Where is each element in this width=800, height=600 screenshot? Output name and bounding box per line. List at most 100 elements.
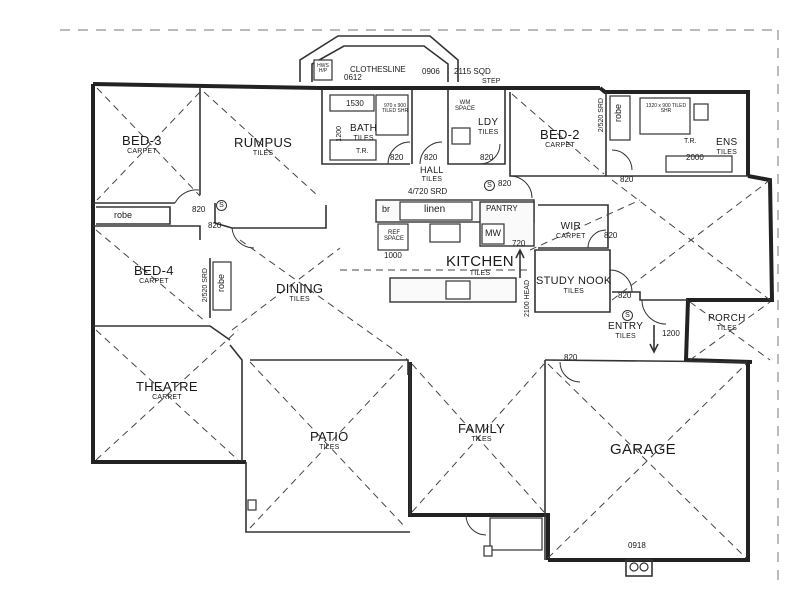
door-bath	[387, 141, 411, 165]
pantry-label: PANTRY	[486, 204, 518, 213]
vent-right	[639, 562, 649, 572]
robe-bed3-label: robe	[114, 210, 133, 220]
room-family-name: FAMILY	[458, 421, 506, 436]
ens-vanity	[665, 155, 733, 173]
ens-shower	[639, 97, 691, 135]
wall-theatre-right	[229, 344, 243, 462]
room-kitchen: KITCHEN TILES	[446, 254, 514, 277]
roof-line-bed2	[511, 93, 605, 175]
dim-820-rumpus: 820	[208, 221, 222, 230]
door-ens	[611, 149, 633, 171]
room-family-finish: TILES	[471, 436, 492, 443]
room-bed4: BED-4 CARPET	[134, 264, 174, 285]
room-dining: DINING TILES	[276, 282, 323, 303]
cooktop	[429, 223, 461, 243]
room-patio-name: PATIO	[310, 429, 349, 444]
hws-label: HWS H/P	[317, 63, 329, 74]
tr-bath-label: T.R.	[356, 148, 369, 155]
linen-box	[399, 201, 473, 221]
room-dining-finish: TILES	[289, 296, 310, 303]
room-rumpus-finish: TILES	[252, 150, 274, 157]
room-theatre-name: THEATRE	[136, 379, 198, 394]
room-hall: HALL TILES	[420, 166, 444, 184]
smoke-detector-hall: S	[484, 180, 495, 191]
roof-line-family	[411, 363, 545, 513]
robe-bed4-label: robe	[216, 274, 226, 293]
dim-820-ens: 820	[620, 175, 634, 184]
ldy-tub	[451, 127, 471, 145]
wall-bed4-top	[93, 225, 201, 240]
dim-820-bed3: 820	[192, 205, 206, 214]
room-rumpus-name: RUMPUS	[234, 135, 293, 150]
br-label: br	[382, 204, 391, 214]
room-study-name: STUDY NOOK	[536, 275, 612, 287]
dim-820-hall: 820	[424, 153, 438, 162]
room-bed2: BED-2 CARPET	[540, 128, 580, 149]
linen-label: linen	[424, 204, 446, 215]
door-wir	[587, 229, 607, 249]
wall-study	[534, 249, 611, 313]
dim-820-wir: 820	[604, 231, 618, 240]
wall-bath-left	[321, 90, 410, 165]
room-entry: ENTRY TILES	[608, 322, 643, 341]
wall-bed4-bottom	[93, 325, 231, 341]
wall-wir	[538, 204, 609, 249]
room-ens-finish: TILES	[716, 149, 737, 156]
room-wir-name: WIR	[560, 221, 581, 232]
drying-court-bay	[299, 35, 459, 82]
door-study	[609, 269, 633, 293]
room-ldy-name: LDY	[478, 117, 499, 128]
roof-line-porch	[689, 301, 771, 361]
door-hall	[419, 141, 443, 165]
hws-unit	[313, 59, 333, 81]
dim-0612: 0612	[344, 73, 362, 82]
downpipe-patio	[247, 499, 257, 511]
dim-820-bath: 820	[390, 153, 404, 162]
room-bath-name: BATH	[350, 123, 378, 134]
wall-rumpus-bottom	[232, 205, 327, 229]
robe-bed2-box	[609, 95, 631, 141]
step-label: STEP	[482, 78, 501, 85]
room-garage: GARAGE	[610, 442, 676, 457]
microwave-box	[481, 223, 505, 245]
wm-space-label: WM SPACE	[455, 100, 475, 112]
room-study: STUDY NOOK TILES	[536, 275, 612, 296]
roof-line-bed3	[96, 87, 201, 201]
room-patio: PATIO TILES	[310, 430, 349, 451]
room-dining-name: DINING	[276, 281, 324, 296]
bath-shower	[375, 94, 409, 136]
door-wc	[465, 514, 487, 536]
room-bath-finish: TILES	[353, 135, 374, 142]
vent-left	[629, 562, 639, 572]
external-wall-top-right	[598, 86, 750, 176]
room-family: FAMILY TILES	[458, 422, 505, 443]
tr-ens-label: T.R.	[684, 138, 697, 145]
downpipe-wc	[483, 545, 493, 557]
mw-label: MW	[485, 228, 501, 238]
room-bed2-name: BED-2	[540, 127, 580, 142]
entry-arrow	[649, 325, 659, 354]
roof-line-right	[611, 179, 771, 301]
room-porch-finish: TILES	[716, 325, 738, 332]
kitchen-arrow	[515, 248, 525, 278]
external-wall-garage-right	[548, 362, 750, 562]
room-bath: BATH TILES	[350, 123, 378, 143]
room-kitchen-finish: TILES	[469, 270, 491, 277]
dim-1200-bath: 1200	[336, 126, 343, 142]
room-bed3: BED-3 CARPET	[122, 134, 162, 155]
door-family	[559, 361, 581, 383]
bath-tub	[329, 94, 375, 112]
roof-line-kitchen	[340, 199, 641, 271]
room-ldy-finish: TILES	[478, 129, 499, 136]
door-entry	[641, 299, 667, 325]
ref-space-label: REF SPACE	[384, 230, 404, 242]
room-patio-finish: TILES	[319, 444, 340, 451]
external-wall-right-upper	[683, 174, 775, 364]
smoke-detector-bed3: S	[216, 200, 227, 211]
dim-2520srd-bed4: 2/520 SRD	[202, 268, 209, 303]
dim-4720srd: 4/720 SRD	[408, 187, 448, 196]
smoke-detector-entry: S	[622, 310, 633, 321]
wall-ens	[605, 92, 748, 177]
door-ldy	[479, 143, 501, 165]
